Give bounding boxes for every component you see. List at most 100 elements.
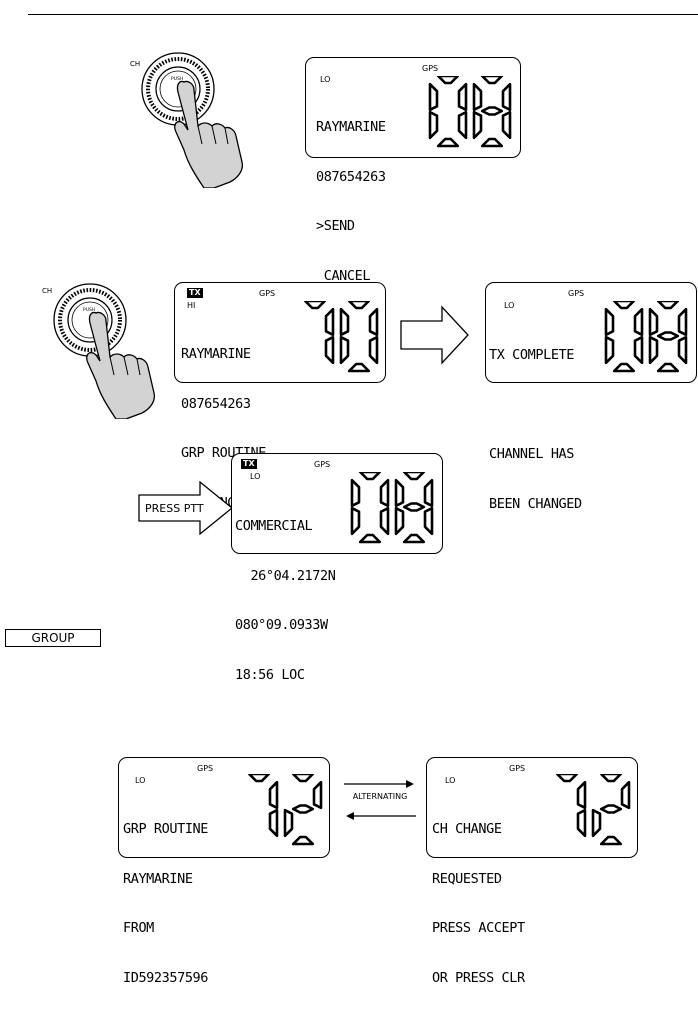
digit-segment-g (480, 106, 504, 116)
press-ptt-arrow-icon: PRESS PTT (138, 481, 234, 535)
channel-number-display-4 (350, 472, 434, 544)
digit-segment-d (291, 835, 315, 846)
power-level-indicator: LO (320, 75, 331, 84)
group-softkey: GROUP (5, 629, 101, 647)
lcd-line-3: PRESS ACCEPT (432, 920, 525, 936)
channel-knob-press-illustration: CH PUSH (130, 52, 244, 188)
lcd-line-1: COMMERCIAL (235, 518, 313, 534)
channel-digit (428, 76, 468, 148)
lcd-line-3: CHANNEL HAS (489, 446, 575, 462)
digit-segment-a (402, 472, 426, 481)
alternating-indicator: ALTERNATING (340, 776, 420, 826)
lcd-line-3: >SEND (316, 218, 355, 234)
digit-segment-g (291, 804, 315, 814)
digit-segment-a (291, 774, 315, 783)
digit-segment-c (633, 335, 644, 365)
channel-digit (604, 301, 644, 373)
digit-segment-c (268, 808, 279, 838)
channel-digit (283, 774, 323, 846)
digit-segment-c (379, 506, 390, 536)
tx-indicator: TX (187, 288, 203, 298)
gps-indicator-4: GPS (314, 460, 331, 469)
digit-segment-a (656, 301, 680, 310)
digit-segment-a (358, 472, 382, 481)
gps-indicator-2: GPS (259, 289, 276, 298)
digit-segment-b (423, 478, 434, 508)
lcd-line-1: TX COMPLETE (489, 347, 575, 363)
lcd-line-1: RAYMARINE (181, 346, 251, 362)
lcd-line-2: RAYMARINE (123, 870, 193, 887)
channel-digit (591, 774, 631, 846)
digit-segment-d (436, 137, 460, 148)
lcd-screen-position: TX GPS LO COMMERCIAL 26°04.2172N 080°09.… (231, 453, 443, 683)
digit-segment-a (303, 301, 327, 310)
lcd-line-2: 087654263 (181, 395, 251, 412)
digit-segment-c (457, 110, 468, 140)
next-step-arrow-icon (400, 305, 469, 365)
channel-number-display-6 (555, 774, 631, 846)
channel-number-display-2 (303, 301, 379, 373)
lcd-screen-send: GPS LO RAYMARINE 087654263 >SEND CANCEL (305, 57, 521, 284)
page-top-rule (28, 14, 698, 15)
lcd-line-1: CH CHANGE (432, 821, 502, 837)
lcd-line-1: GRP ROUTINE (123, 821, 209, 837)
digit-segment-a (480, 76, 504, 85)
channel-number-display (428, 76, 512, 148)
digit-segment-g (599, 804, 623, 814)
digit-segment-c (677, 335, 688, 365)
lcd-line-4: CANCEL (316, 267, 371, 284)
digit-segment-f (339, 307, 350, 337)
channel-digit (350, 472, 390, 544)
lcd-line-4: OR PRESS CLR (432, 969, 525, 986)
lcd-line-3: 080°09.0933W (235, 617, 328, 633)
digit-segment-b (576, 780, 587, 810)
digit-segment-e (350, 506, 361, 536)
digit-segment-b (324, 307, 335, 337)
digit-segment-c (501, 110, 512, 140)
digit-segment-e (591, 808, 602, 838)
digit-segment-b (379, 478, 390, 508)
digit-segment-d (480, 137, 504, 148)
lcd-line-4: BEEN CHANGED (489, 495, 582, 512)
press-ptt-label: PRESS PTT (145, 502, 204, 515)
digit-segment-e (472, 110, 483, 140)
lcd-screen-calling: TX GPS HI RAYMARINE 087654263 GRP ROUTIN… (174, 282, 386, 511)
channel-digit (555, 774, 587, 838)
digit-segment-c (324, 335, 335, 365)
lcd-line-2 (489, 397, 582, 414)
channel-digit (247, 774, 279, 838)
alternating-label: ALTERNATING (352, 792, 408, 801)
digit-segment-f (472, 82, 483, 112)
digit-segment-b (633, 307, 644, 337)
digit-segment-b (368, 307, 379, 337)
power-level-indicator-6: LO (445, 776, 456, 785)
knob-ch-label: CH (130, 60, 140, 68)
lcd-line-1: RAYMARINE (316, 119, 386, 135)
digit-segment-c (576, 808, 587, 838)
digit-segment-f (428, 82, 439, 112)
digit-segment-e (604, 335, 615, 365)
knob-ch-label-2: CH (42, 287, 52, 295)
channel-digit (648, 301, 688, 373)
lcd-line-3: FROM (123, 920, 154, 936)
digit-segment-d (612, 362, 636, 373)
digit-segment-g (656, 331, 680, 341)
digit-segment-e (428, 110, 439, 140)
lcd-line-2: REQUESTED (432, 870, 502, 887)
digit-segment-d (599, 835, 623, 846)
digit-segment-c (423, 506, 434, 536)
digit-segment-b (268, 780, 279, 810)
digit-segment-a (612, 301, 636, 310)
power-level-indicator-4: LO (250, 472, 261, 481)
right-arrow-icon (344, 780, 414, 788)
lcd-screen-group-routine: GPS LO GRP ROUTINE RAYMARINE FROM ID5923… (118, 757, 330, 986)
gps-indicator-3: GPS (568, 289, 585, 298)
digit-segment-b (457, 82, 468, 112)
gps-indicator-5: GPS (197, 764, 214, 773)
channel-knob-press-illustration-2: CH PUSH (42, 283, 156, 419)
digit-segment-e (339, 335, 350, 365)
digit-segment-e (283, 808, 294, 838)
digit-segment-e (648, 335, 659, 365)
lcd-screen-ch-change: GPS LO CH CHANGE REQUESTED PRESS ACCEPT … (426, 757, 638, 986)
lcd-line-4: ID592357596 (123, 969, 209, 986)
